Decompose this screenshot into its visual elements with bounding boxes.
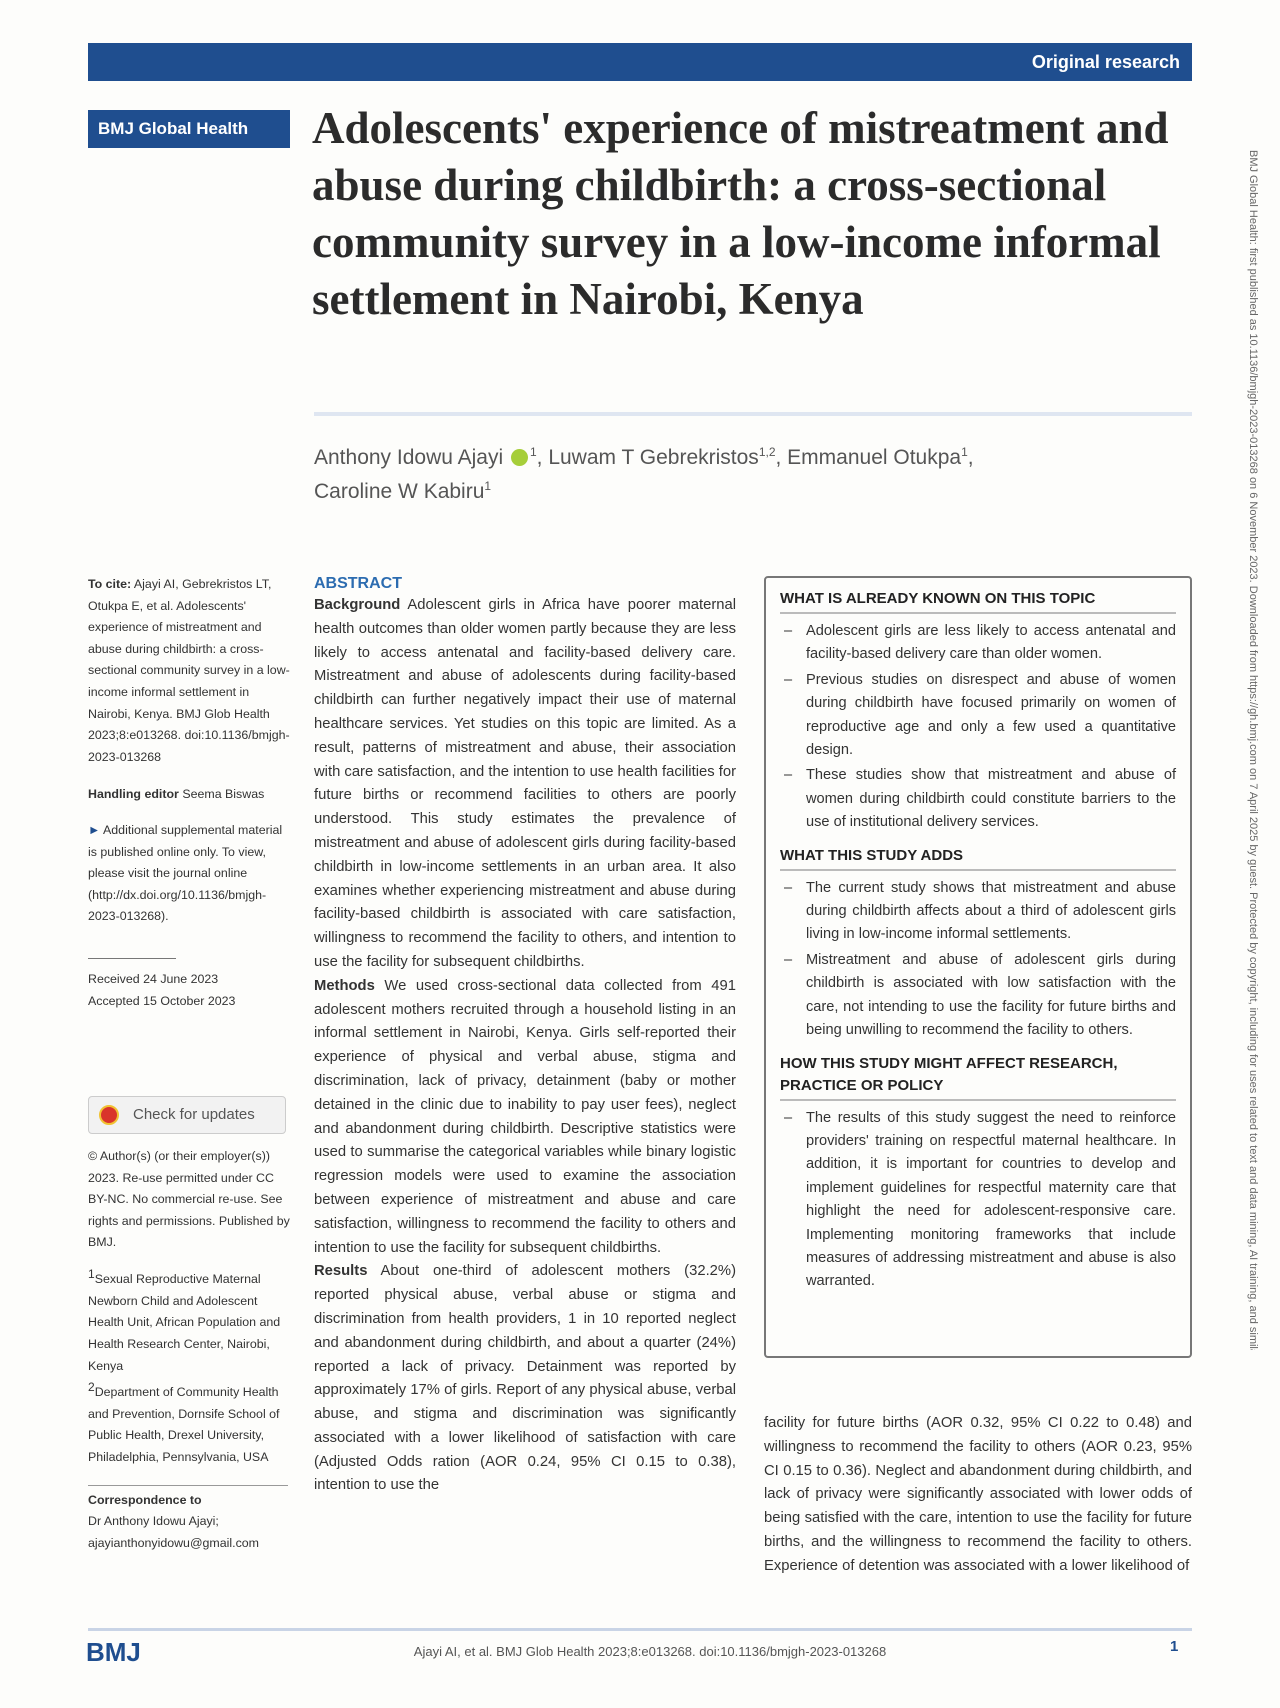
section-label: Original research [1031,52,1180,72]
author-affiliation-mark: 1 [529,445,537,459]
bullet-icon: ► [88,822,104,837]
known-list: –Adolescent girls are less likely to acc… [780,620,1176,835]
citation-block: To cite: Ajayi AI, Gebrekristos LT, Otuk… [88,574,293,768]
correspondence-divider [88,1484,288,1486]
dash-icon: – [784,767,793,784]
abstract: ABSTRACT Background Adolescent girls in … [314,574,736,1498]
author-affiliation-mark: 1 [484,479,492,493]
supplementary-note: ► Additional supplemental material is pu… [88,820,293,928]
check-updates-button[interactable]: Check for updates [88,1096,286,1135]
author-list: Anthony Idowu Ajayi 1, Luwam T Gebrekris… [314,445,974,503]
journal-badge[interactable]: BMJ Global Health [88,110,290,148]
key-messages-box: WHAT IS ALREADY KNOWN ON THIS TOPIC –Ado… [764,576,1192,1358]
cite-text: Ajayi AI, Gebrekristos LT, Otukpa E, et … [88,577,290,764]
author-affiliation-mark: 1,2 [758,445,776,459]
correspondence-text[interactable]: Dr Anthony Idowu Ajayi; ajayianthonyidow… [88,1514,259,1550]
author-name[interactable]: Caroline W Kabiru [314,480,485,503]
list-item: –These studies show that mistreatment an… [780,764,1176,834]
list-item: –Previous studies on disrespect and abus… [780,669,1176,763]
correspondence-label: Correspondence to [88,1492,202,1507]
abstract-background: Background Adolescent girls in Africa ha… [314,594,736,975]
correspondence-block: Correspondence to [88,1490,293,1512]
copyright-notice: © Author(s) (or their employer(s)) 2023.… [88,1149,290,1250]
dash-icon: – [784,879,793,896]
background-label: Background [314,597,401,613]
orcid-icon[interactable] [510,449,528,466]
side-copyright-text: BMJ Global Health: first published as 10… [1247,150,1259,1350]
affiliation: 2Department of Community Health and Prev… [88,1380,280,1465]
bmj-logo[interactable]: BMJ [86,1637,141,1667]
adds-heading: WHAT THIS STUDY ADDS [780,845,1176,871]
adds-list: –The current study shows that mistreatme… [780,877,1176,1043]
dash-icon: – [784,671,793,688]
sidebar-notes: To cite: Ajayi AI, Gebrekristos LT, Otuk… [88,574,293,1554]
dash-icon: – [784,623,793,639]
supplementary-text[interactable]: Additional supplemental material is publ… [88,822,283,924]
title-divider [314,412,1192,416]
background-text: Adolescent girls in Africa have poorer m… [314,597,736,970]
received-date: Received 24 June 2023 [88,971,219,986]
page-number: 1 [1170,1638,1179,1655]
abstract-continued: facility for future births (AOR 0.32, 95… [764,1415,1192,1574]
article-title: Adolescents' experience of mistreatment … [312,103,1169,324]
handling-name: Seema Biswas [182,787,265,802]
list-item: –Mistreatment and abuse of adolescent gi… [780,949,1176,1043]
impact-list: –The results of this study suggest the n… [780,1107,1176,1294]
author-name[interactable]: Luwam T Gebrekristos [548,446,759,469]
author-name[interactable]: Anthony Idowu Ajayi [314,446,504,469]
author-name[interactable]: Emmanuel Otukpa [787,446,962,469]
footer-divider [88,1628,1192,1631]
handling-editor: Handling editor Seema Biswas [88,784,293,806]
abstract-results: Results About one-third of adolescent mo… [314,1260,736,1498]
results-label: Results [314,1263,368,1280]
crossmark-icon [99,1105,119,1126]
handling-label: Handling editor [88,787,179,802]
footer-citation: Ajayi AI, et al. BMJ Glob Health 2023;8:… [413,1644,887,1659]
author-affiliation-mark: 1 [961,445,968,459]
affiliation: 1Sexual Reproductive Maternal Newborn Ch… [88,1267,281,1373]
accepted-date: Accepted 15 October 2023 [88,993,236,1008]
impact-heading: HOW THIS STUDY MIGHT AFFECT RESEARCH, PR… [780,1053,1176,1101]
dates-divider [88,957,176,959]
list-item: –The results of this study suggest the n… [780,1107,1176,1294]
results-text: About one-third of adolescent mothers (3… [314,1263,736,1494]
abstract-methods: Methods We used cross-sectional data col… [314,975,736,1261]
methods-label: Methods [314,977,375,994]
abstract-heading: ABSTRACT [314,575,402,592]
dash-icon: – [784,951,793,968]
side-copyright-note: BMJ Global Health: first published as 10… [1246,150,1268,1350]
list-item: –Adolescent girls are less likely to acc… [780,620,1176,667]
list-item: –The current study shows that mistreatme… [780,877,1176,947]
cite-label: To cite: [88,577,132,591]
known-heading: WHAT IS ALREADY KNOWN ON THIS TOPIC [780,588,1176,614]
header-bar: Original research [88,43,1192,81]
check-updates-label: Check for updates [133,1106,255,1124]
methods-text: We used cross-sectional data collected f… [314,977,736,1256]
dash-icon: – [784,1109,793,1126]
